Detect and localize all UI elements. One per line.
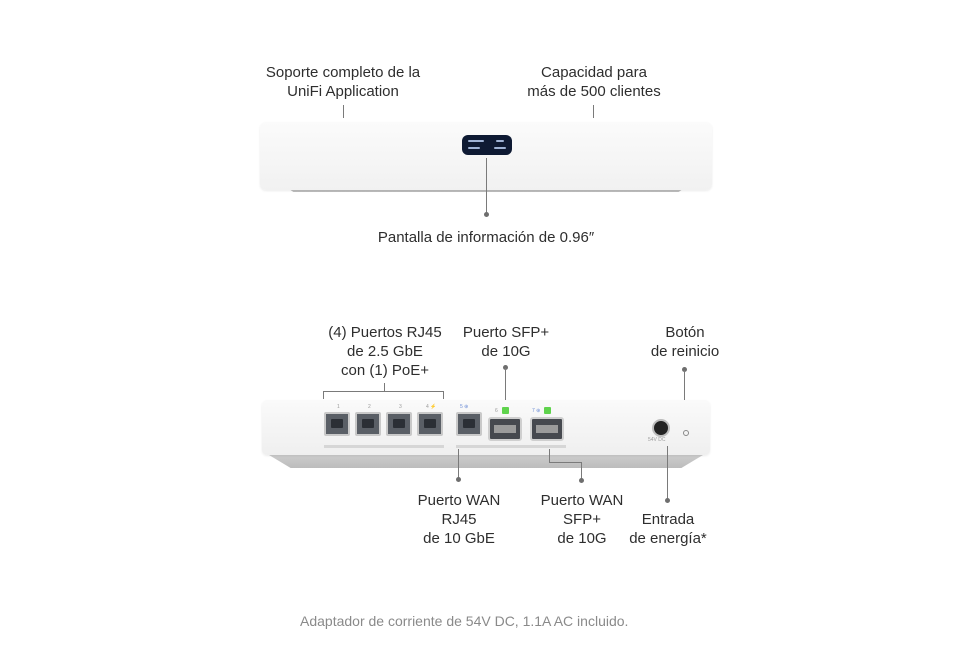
leader-capacity	[593, 105, 594, 118]
leader-display-dot	[484, 212, 489, 217]
leader-wan-rj45-dot	[456, 477, 461, 482]
power-jack	[652, 419, 670, 437]
label-wan-sfp: Puerto WAN SFP+ de 10G	[540, 492, 624, 547]
leader-reset-dot	[682, 367, 687, 372]
bracket-rj45-right	[443, 391, 444, 399]
label-wan-rj45: Puerto WAN RJ45 de 10 GbE	[417, 492, 501, 547]
port-bar-lan	[324, 445, 444, 448]
bracket-rj45-left	[323, 391, 324, 399]
leader-unifi-support	[343, 105, 344, 118]
label-sfp-port: Puerto SFP+ de 10G	[462, 324, 550, 360]
device-front-base	[264, 452, 708, 468]
footnote: Adaptador de corriente de 54V DC, 1.1A A…	[300, 613, 629, 629]
label-display: Pantalla de información de 0.96″	[377, 229, 595, 246]
leader-wan-sfp-b	[549, 462, 581, 463]
rj45-port-3	[386, 412, 412, 436]
leader-display	[486, 158, 487, 214]
port-bar-wan	[456, 445, 566, 448]
leader-power-dot	[665, 498, 670, 503]
leader-wan-rj45	[458, 449, 459, 479]
rj45-port-1	[324, 412, 350, 436]
rj45-port-4-poe	[417, 412, 443, 436]
leader-power	[667, 446, 668, 500]
sfp-plus-port	[488, 417, 522, 441]
reset-hole	[683, 430, 689, 436]
wan-sfp-plus-port	[530, 417, 564, 441]
wan-sfp-led	[544, 407, 551, 414]
leader-sfp-dot	[503, 365, 508, 370]
label-unifi-support: Soporte completo de la UniFi Application	[265, 64, 421, 100]
label-power-input: Entrada de energía*	[629, 511, 707, 547]
bracket-rj45	[323, 391, 444, 392]
leader-sfp	[505, 368, 506, 402]
leader-wan-sfp-a	[549, 449, 550, 462]
sfp-led	[502, 407, 509, 414]
info-display	[462, 135, 512, 155]
rj45-port-2	[355, 412, 381, 436]
leader-wan-sfp-c	[581, 462, 582, 480]
label-capacity: Capacidad para más de 500 clientes	[527, 64, 661, 100]
label-rj45-ports: (4) Puertos RJ45 de 2.5 GbE con (1) PoE+	[328, 324, 442, 379]
wan-rj45-port	[456, 412, 482, 436]
leader-wan-sfp-dot	[579, 478, 584, 483]
label-reset-button: Botón de reinicio	[650, 324, 720, 360]
leader-rj45	[384, 383, 385, 391]
leader-reset	[684, 370, 685, 426]
